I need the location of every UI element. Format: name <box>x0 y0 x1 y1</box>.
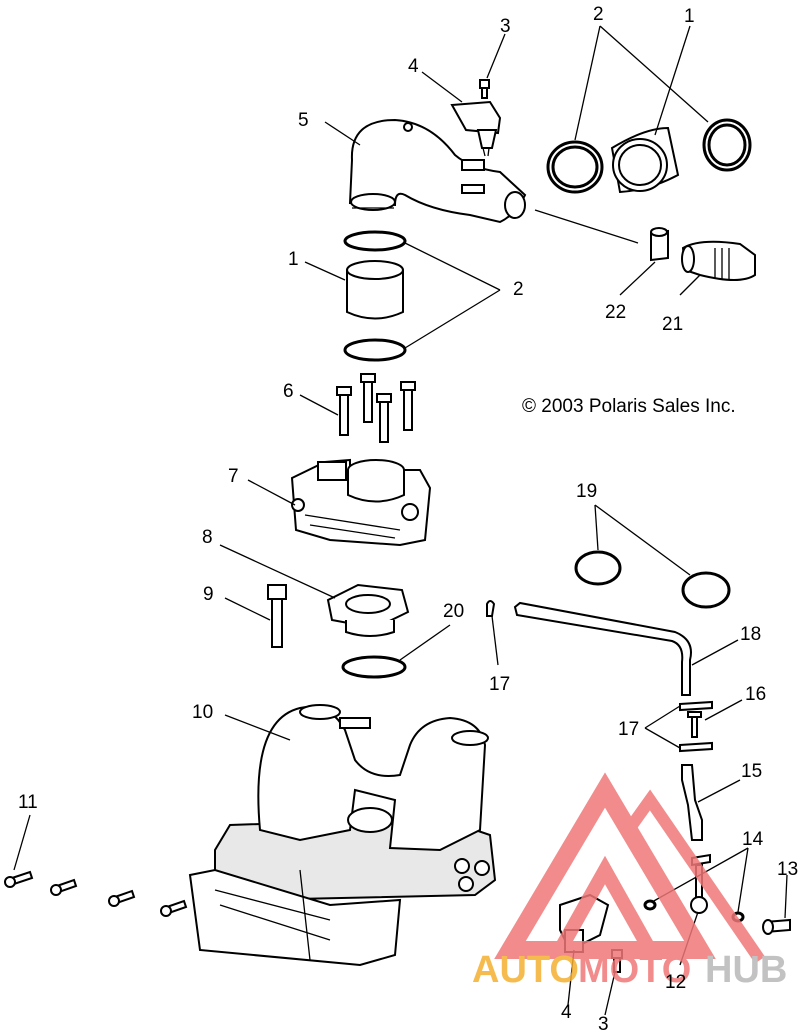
callout-7: 7 <box>228 466 239 487</box>
watermark-auto: AUTO <box>472 949 579 991</box>
callout-17: 17 <box>618 719 639 740</box>
callout-4: 4 <box>408 56 419 77</box>
leader-lines <box>13 25 788 1016</box>
sensor-top <box>450 100 502 157</box>
o-ring-19-left <box>574 550 622 586</box>
callout-labels: 2 1 3 4 5 1 2 22 21 6 © 2003 Polaris Sal… <box>18 4 798 1031</box>
watermark-triangle <box>494 772 716 959</box>
callout-2: 2 <box>593 4 604 25</box>
adapter-plate <box>326 583 410 637</box>
callout-15: 15 <box>741 761 762 782</box>
callout-18: 18 <box>740 624 761 645</box>
clamp-ring-top-left <box>546 140 604 194</box>
watermark-logo: AUTO MOTO HUB <box>472 772 787 991</box>
bolt-9 <box>267 584 287 648</box>
callout-4: 4 <box>561 1002 572 1023</box>
sleeve-top <box>610 126 680 194</box>
callout-13: 13 <box>777 859 798 880</box>
elbow-hose <box>348 118 527 224</box>
bolt-13 <box>762 918 791 935</box>
screw-top <box>479 79 490 99</box>
callout-22: 22 <box>605 302 626 323</box>
throttle-body <box>290 458 432 547</box>
clamp-ring-mid-lower <box>343 338 407 362</box>
sleeve-mid <box>346 260 404 320</box>
clip-17-top <box>486 600 496 617</box>
callout-14: 14 <box>742 829 764 850</box>
callout-5: 5 <box>298 110 309 131</box>
callout-21: 21 <box>662 314 683 335</box>
o-ring-19-right <box>681 571 731 609</box>
clips-17-16 <box>679 700 713 753</box>
callout-6: 6 <box>283 381 294 402</box>
callout-17: 17 <box>489 674 510 695</box>
watermark-hub: HUB <box>705 949 787 991</box>
callout-9: 9 <box>203 584 214 605</box>
watermark-moto: MOTO <box>578 949 691 991</box>
intake-plenum <box>188 704 497 967</box>
callout-1: 1 <box>288 249 299 270</box>
clamp-ring-20 <box>341 655 407 679</box>
hose-21 <box>681 240 756 281</box>
callout-3: 3 <box>500 16 511 37</box>
bolts-6 <box>336 373 416 443</box>
callout-3: 3 <box>598 1014 609 1031</box>
callout-11: 11 <box>18 792 38 813</box>
callout-10: 10 <box>192 702 213 723</box>
sleeve-22 <box>650 227 669 262</box>
clamp-ring-mid-upper <box>343 230 407 252</box>
callout-1: 1 <box>684 6 695 27</box>
callout-12: 12 <box>665 972 686 993</box>
bolts-11 <box>4 870 188 917</box>
tube-18 <box>513 601 692 696</box>
hose-15 <box>681 764 703 841</box>
callout-2: 2 <box>513 279 524 300</box>
copyright-notice: © 2003 Polaris Sales Inc. <box>522 396 736 417</box>
callout-16: 16 <box>745 684 766 705</box>
callout-20: 20 <box>443 601 464 622</box>
callout-8: 8 <box>202 527 213 548</box>
callout-19: 19 <box>576 481 597 502</box>
clamp-ring-top-right <box>702 118 752 172</box>
